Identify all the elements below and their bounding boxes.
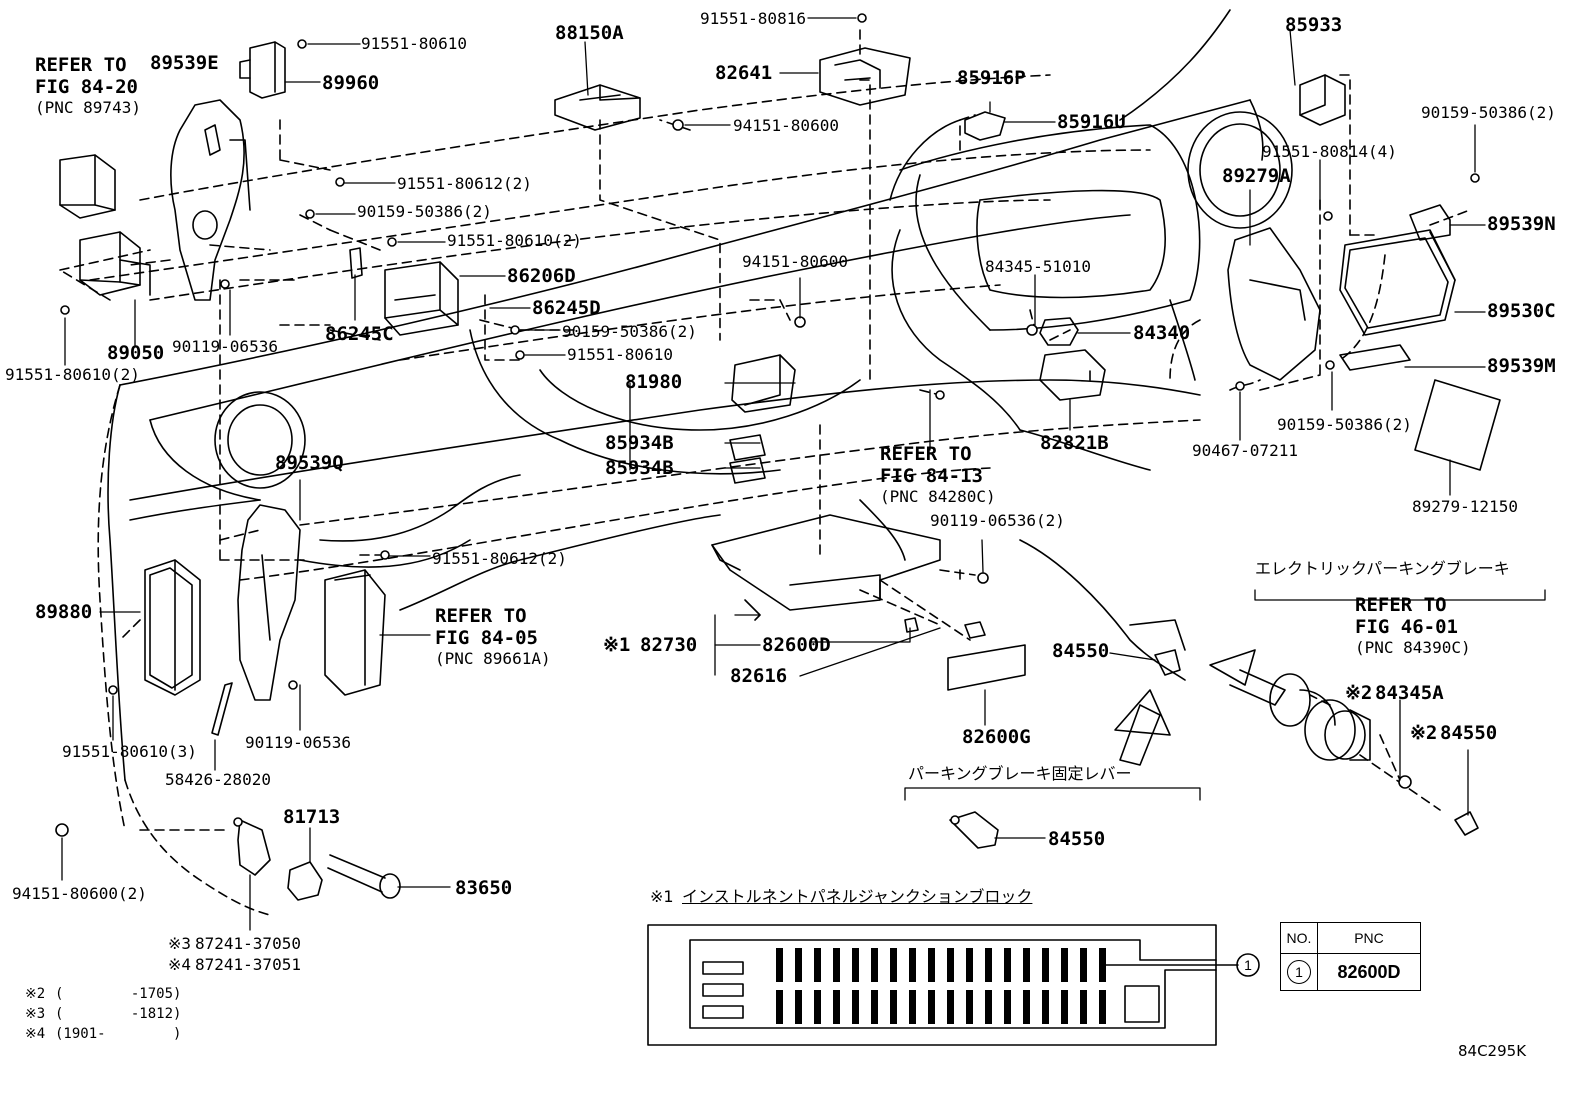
part-label: 90119-06536 [172, 337, 278, 356]
part-label: 91551-80610 [567, 345, 673, 364]
pnc-table-header-no: NO. [1280, 922, 1318, 954]
part-label: 85916U [1057, 111, 1126, 133]
part-label: 84340 [1133, 322, 1191, 344]
refer-84-13-line2: FIG 84-13 [880, 465, 983, 487]
refer-84-05-line2: FIG 84-05 [435, 627, 538, 649]
part-label: 91551-80612(2) [397, 174, 532, 193]
parking-brake-lever-label: パーキングブレーキ固定レバー [908, 764, 1132, 783]
mark-label: ※4 [168, 955, 192, 974]
part-label: 90119-06536(2) [930, 511, 1065, 530]
part-label: 87241-37050 [195, 934, 301, 953]
mark-label: ※2 [1410, 722, 1438, 744]
part-label: 90467-07211 [1192, 441, 1298, 460]
catalog-code: 84C295K [1458, 1042, 1527, 1060]
pnc-table-header-pnc: PNC [1317, 922, 1421, 954]
part-label: 90159-50386(2) [1277, 415, 1412, 434]
part-label: 82616 [730, 665, 788, 687]
part-label: 89539M [1487, 355, 1556, 377]
refer-84-13-line1: REFER TO [880, 443, 972, 465]
part-label: 85934B [605, 432, 674, 454]
part-label: 91551-80816 [700, 9, 806, 28]
legend-mark: ※3 [25, 1006, 46, 1022]
part-label: 85934B [605, 457, 674, 479]
part-label: 86245C [325, 323, 394, 345]
part-label: 89279A [1222, 165, 1291, 187]
part-label: 84345-51010 [985, 257, 1091, 276]
part-label: 58426-28020 [165, 770, 271, 789]
part-label: 89279-12150 [1412, 497, 1518, 516]
part-label: 84550 [1440, 722, 1498, 744]
part-label: 88150A [555, 22, 624, 44]
part-label: 94151-80600 [733, 116, 839, 135]
part-label: 84345A [1375, 682, 1444, 704]
part-label: 84550 [1048, 828, 1106, 850]
part-label: 85916P [957, 67, 1026, 89]
part-label: 89539N [1487, 213, 1556, 235]
part-label: 91551-80610 [361, 34, 467, 53]
part-label: 89960 [322, 72, 380, 94]
pnc-table-row-number: 1 [1287, 960, 1311, 984]
legend-range: ( -1812) [55, 1006, 182, 1022]
part-label: 84550 [1052, 640, 1110, 662]
part-label: 91551-80610(2) [5, 365, 140, 384]
part-label: 94151-80600(2) [12, 884, 147, 903]
mark-label: ※1 [603, 634, 631, 656]
part-label: 90119-06536 [245, 733, 351, 752]
part-label: 82821B [1040, 432, 1109, 454]
refer-84-20-line1: REFER TO [35, 54, 127, 76]
junction-block-mark: ※1 [650, 887, 674, 906]
part-label: 82600G [962, 726, 1031, 748]
junction-block-label: インストルネントパネルジャンクションブロック [682, 887, 1033, 906]
pnc-table-cell-pnc: 82600D [1317, 953, 1421, 991]
part-label: 89880 [35, 601, 93, 623]
refer-84-05-line1: REFER TO [435, 605, 527, 627]
part-label: 91551-80610(2) [447, 231, 582, 250]
part-label: 90159-50386(2) [562, 322, 697, 341]
part-label: 82730 [640, 634, 698, 656]
part-label: 89050 [107, 342, 165, 364]
refer-46-01-line2: FIG 46-01 [1355, 616, 1458, 638]
part-label: 90159-50386(2) [357, 202, 492, 221]
pnc-table-cell-no: 1 [1280, 953, 1318, 991]
callout-number: 1 [1244, 957, 1252, 973]
electric-parking-brake-label: エレクトリックパーキングブレーキ [1255, 559, 1510, 578]
legend-mark: ※4 [25, 1026, 46, 1042]
part-label: 85933 [1285, 14, 1343, 36]
part-label: 89539E [150, 52, 219, 74]
part-label: 89530C [1487, 300, 1556, 322]
part-label: 91551-80610(3) [62, 742, 197, 761]
part-label: 86206D [507, 265, 576, 287]
mark-label: ※3 [168, 934, 192, 953]
refer-46-01-line1: REFER TO [1355, 594, 1447, 616]
pnc-table: NO. PNC 1 82600D [1280, 922, 1421, 991]
part-label: 83650 [455, 877, 513, 899]
refer-46-01-line3: (PNC 84390C) [1355, 638, 1471, 657]
part-label: 89539Q [275, 452, 344, 474]
legend-mark: ※2 [25, 986, 46, 1002]
refer-84-20-line3: (PNC 89743) [35, 98, 141, 117]
part-label: 81713 [283, 806, 341, 828]
part-label: 87241-37051 [195, 955, 301, 974]
part-label: 82600D [762, 634, 831, 656]
refer-84-20-line2: FIG 84-20 [35, 76, 138, 98]
part-label: 86245D [532, 297, 601, 319]
part-label: 91551-80814(4) [1262, 142, 1397, 161]
refer-84-05-line3: (PNC 89661A) [435, 649, 551, 668]
mark-label: ※2 [1345, 682, 1373, 704]
part-label: 91551-80612(2) [432, 549, 567, 568]
part-label: 81980 [625, 371, 683, 393]
refer-84-13-line3: (PNC 84280C) [880, 487, 996, 506]
legend-range: ( -1705) [55, 986, 182, 1002]
legend-range: (1901- ) [55, 1026, 182, 1042]
part-label: 90159-50386(2) [1421, 103, 1556, 122]
part-label: 82641 [715, 62, 773, 84]
part-label: 94151-80600 [742, 252, 848, 271]
